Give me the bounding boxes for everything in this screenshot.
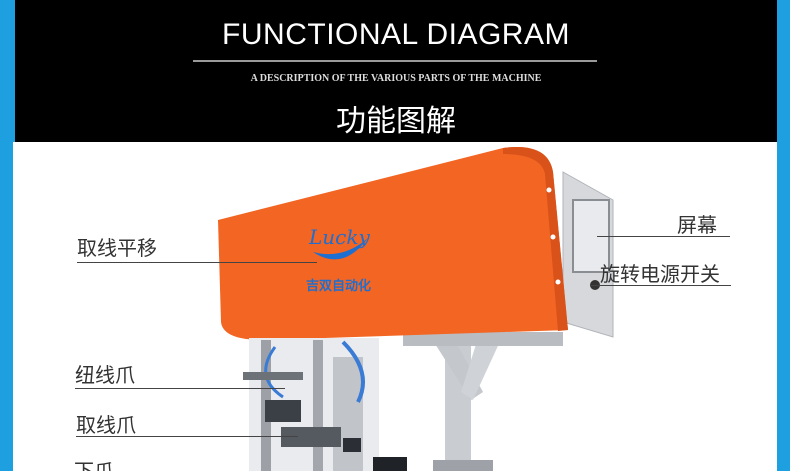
leader-line: [75, 388, 285, 389]
page-title: FUNCTIONAL DIAGRAM: [222, 18, 570, 51]
page-subtitle: A DESCRIPTION OF THE VARIOUS PARTS OF TH…: [250, 73, 542, 84]
air-hose: [341, 340, 365, 403]
brand-name: 吉双自动化: [306, 278, 371, 294]
twist-claw-part: [243, 372, 303, 380]
frame-crossbar: [403, 332, 563, 346]
leader-line: [597, 236, 730, 237]
sensor-block: [343, 438, 361, 452]
machine-illustration: Lucky 吉双自动化: [218, 147, 614, 471]
label-take-claw: 取线爪: [76, 413, 136, 437]
logo-script: Lucky: [308, 225, 370, 249]
label-power-switch: 旋转电源开关: [600, 262, 720, 286]
mechanism-rail: [313, 340, 323, 471]
diagram-area: Lucky 吉双自动化 取线平移 纽线爪 取线爪 下爪 屏幕 旋转电源开关: [13, 142, 777, 471]
clamp-block: [281, 427, 341, 447]
leader-line: [76, 436, 298, 437]
label-take-line-shift: 取线平移: [77, 236, 157, 260]
chinese-title: 功能图解: [336, 104, 456, 139]
label-screen: 屏幕: [677, 213, 717, 237]
mechanism-cylinder: [333, 357, 363, 471]
base-box: [373, 457, 407, 471]
leader-line: [591, 285, 731, 286]
label-lower-claw: 下爪: [74, 459, 114, 471]
orange-cover-edge: [503, 147, 568, 331]
orange-cover: [218, 147, 568, 340]
rivet: [550, 234, 556, 240]
logo-swoosh-icon: [313, 238, 368, 260]
leader-line: [77, 262, 317, 263]
take-claw-part: [265, 400, 301, 422]
rivet: [546, 187, 552, 193]
base-plate: [433, 460, 493, 471]
label-twist-claw: 纽线爪: [75, 363, 135, 387]
page-header: FUNCTIONAL DIAGRAM A DESCRIPTION OF THE …: [15, 0, 777, 142]
title-divider: [193, 60, 597, 62]
rivet: [555, 279, 561, 285]
